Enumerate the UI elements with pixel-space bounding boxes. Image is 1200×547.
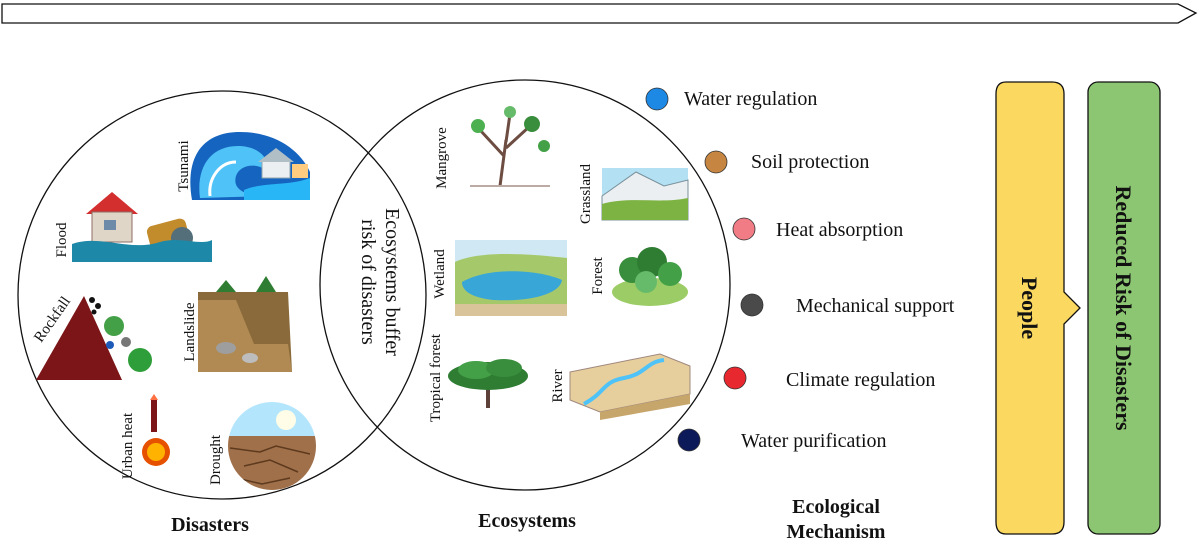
urban-heat-illustration (142, 394, 170, 466)
outcome-label: Reduced Risk of Disasters (1111, 185, 1136, 430)
grassland-label: Grassland (578, 164, 594, 224)
mechanism-dot (645, 87, 669, 111)
flood-label: Flood (54, 222, 70, 258)
disasters-caption: Disasters (171, 514, 249, 536)
mangrove-illustration (470, 106, 550, 187)
forest-illustration (612, 247, 688, 306)
overlap-text-line1: Ecosystems buffer (381, 208, 403, 356)
urban-heat-label: Urban heat (120, 412, 136, 479)
mechanism-dot (704, 150, 728, 174)
tropical-forest-illustration (448, 359, 528, 408)
mechanism-dot (740, 293, 764, 317)
river-label: River (550, 369, 566, 402)
wetland-label: Wetland (432, 249, 448, 299)
mechanism-label: Heat absorption (776, 219, 903, 241)
outcome-box (1087, 81, 1161, 535)
tropical-forest-label: Tropical forest (428, 333, 444, 422)
mechanism-caption-line2: Mechanism (787, 521, 886, 542)
ecosystems-circle (319, 79, 731, 491)
tsunami-illustration (190, 132, 310, 200)
mechanism-label: Soil protection (751, 151, 869, 173)
wetland-illustration (455, 240, 567, 316)
overlap-text-line2: risk of disasters (357, 219, 379, 345)
mechanism-label: Climate regulation (786, 369, 935, 391)
river-illustration (569, 353, 691, 420)
disasters-circle (17, 90, 427, 500)
drought-label: Drought (208, 434, 224, 485)
people-box (995, 81, 1081, 535)
forest-label: Forest (590, 256, 606, 294)
mechanism-caption-line1: Ecological (792, 496, 880, 518)
landslide-label: Landslide (182, 302, 198, 361)
grassland-illustration (601, 168, 689, 221)
mechanism-dot (732, 217, 756, 241)
mechanism-dot (677, 428, 701, 452)
flood-illustration (72, 192, 212, 262)
landslide-illustration (198, 276, 292, 372)
process-arrow (1, 3, 1198, 24)
mechanism-dot (723, 366, 747, 390)
tsunami-label: Tsunami (176, 140, 192, 191)
drought-illustration (228, 402, 316, 490)
mechanism-label: Water regulation (684, 88, 817, 110)
ecosystems-caption: Ecosystems (478, 510, 576, 532)
mechanism-label: Water purification (741, 430, 887, 452)
rockfall-illustration (36, 296, 152, 380)
mangrove-label: Mangrove (434, 127, 450, 189)
people-label: People (1017, 277, 1042, 340)
mechanism-label: Mechanical support (796, 295, 955, 317)
